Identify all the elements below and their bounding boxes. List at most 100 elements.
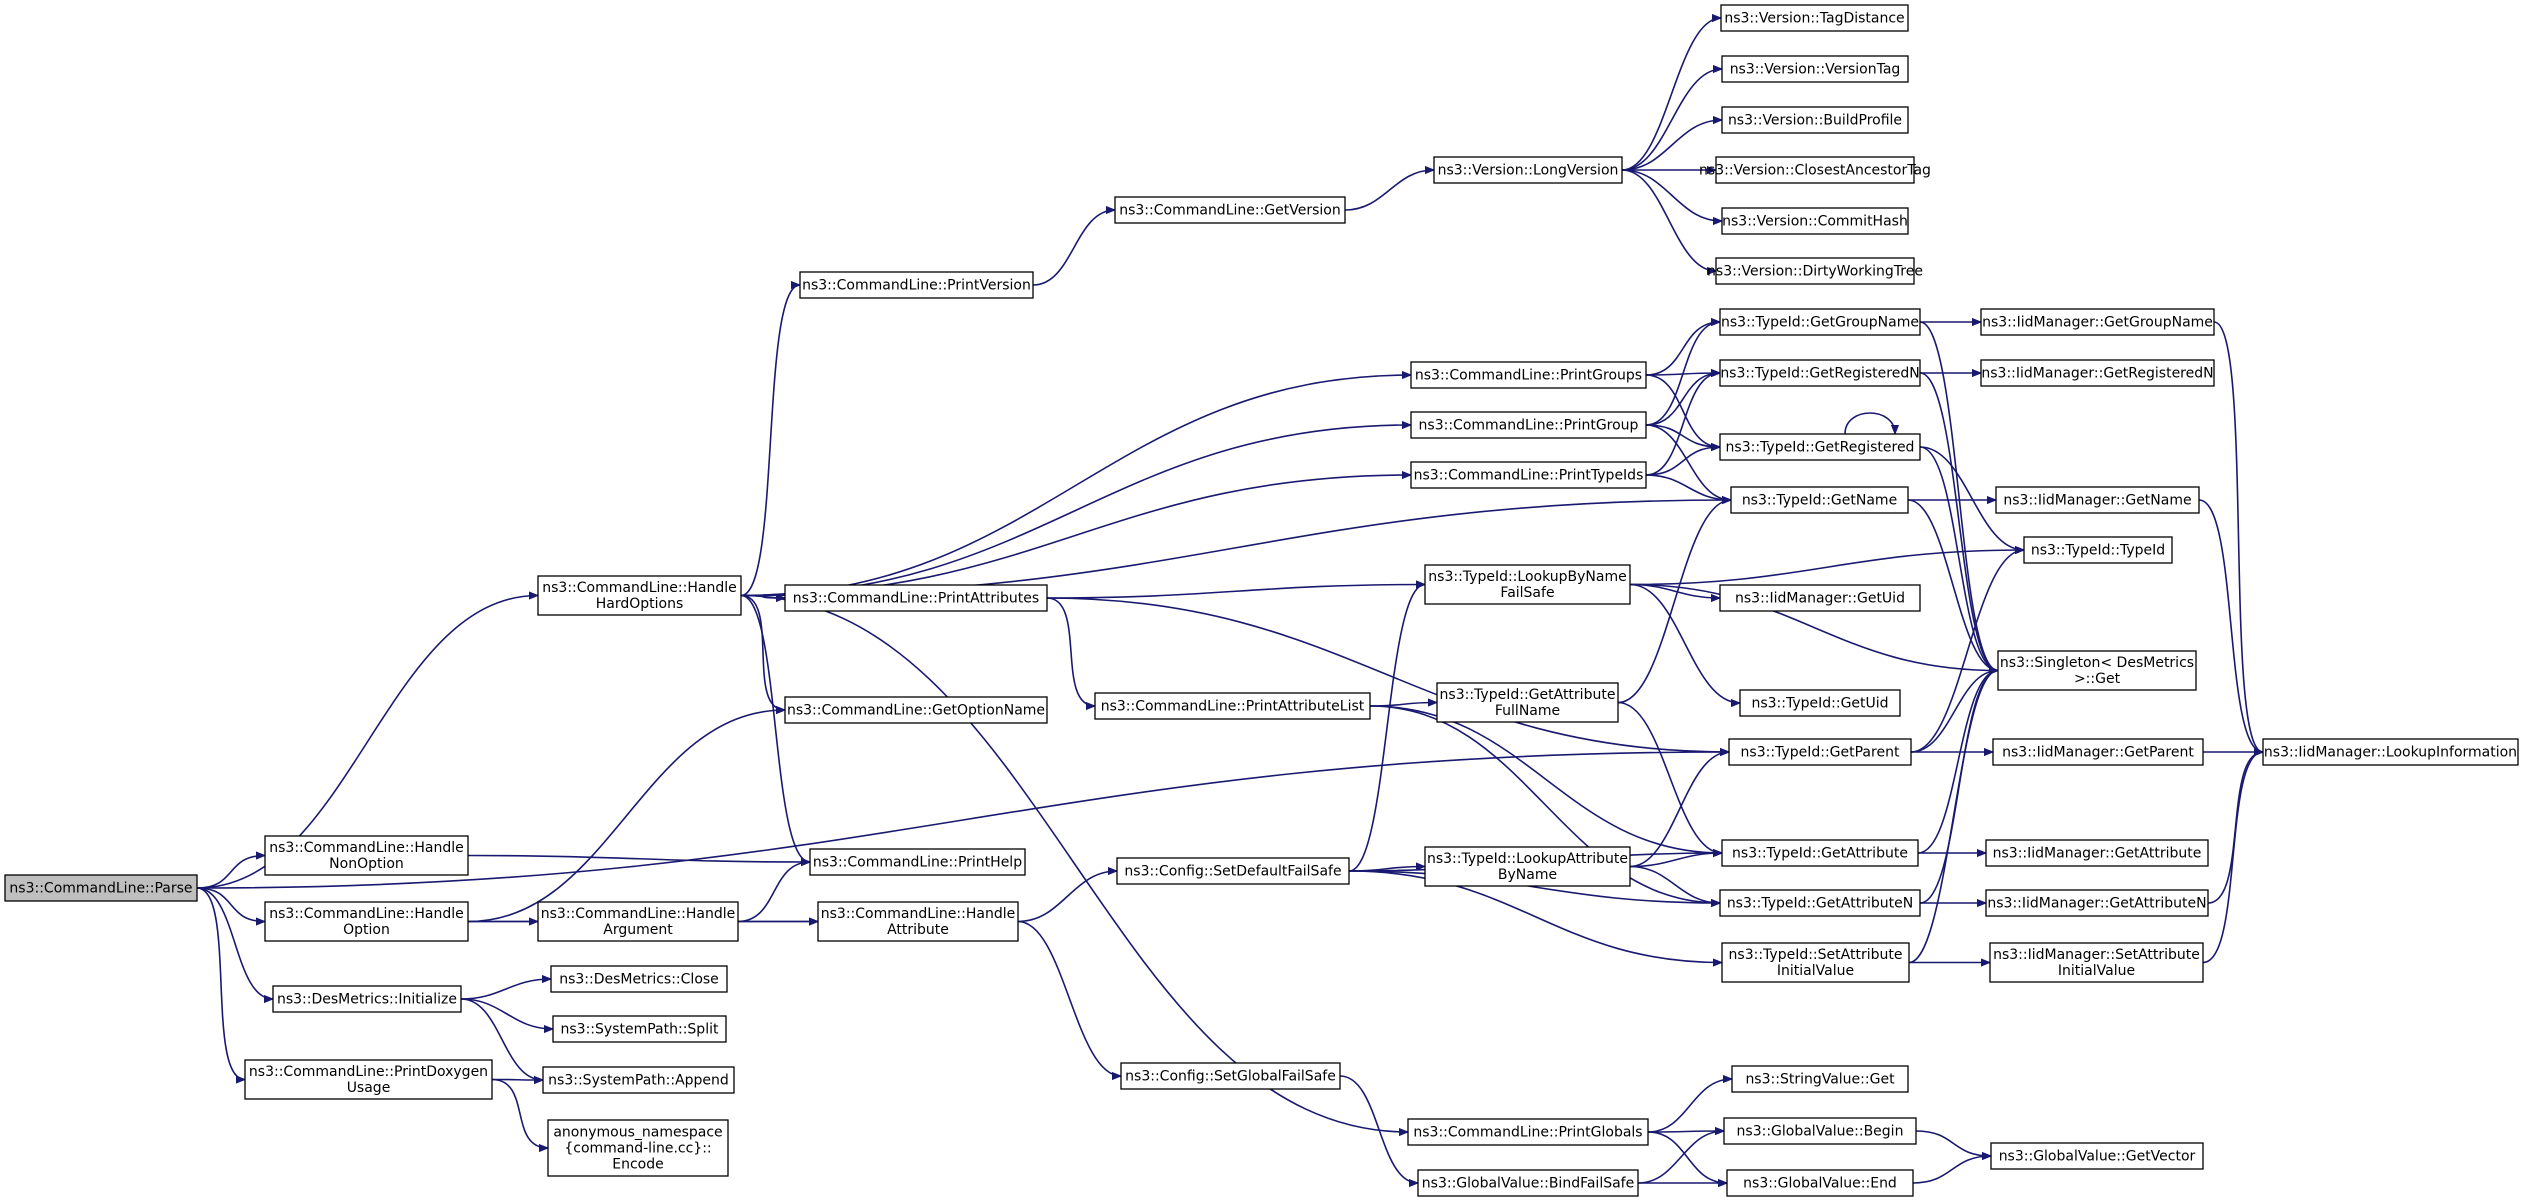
node-tGetRegisteredN[interactable]: ns3::TypeId::GetRegisteredN [1719,359,1921,387]
node-iLookupInfo[interactable]: ns3::IidManager::LookupInformation [2262,738,2519,766]
node-parse[interactable]: ns3::CommandLine::Parse [4,874,198,902]
node-tGetAttribute[interactable]: ns3::TypeId::GetAttribute [1721,839,1919,867]
node-printTypeIds[interactable]: ns3::CommandLine::PrintTypeIds [1410,461,1647,489]
node-iGetAttribute[interactable]: ns3::IidManager::GetAttribute [1985,839,2209,867]
edge-longVersion-to-vVersionTag [1621,69,1722,171]
node-iGetUid[interactable]: ns3::IidManager::GetUid [1719,584,1921,612]
edge-handleHard-to-getOptName [740,594,786,711]
node-label: ns3::IidManager::SetAttribute [1993,947,2200,963]
node-iSetAttrInit[interactable]: ns3::IidManager::SetAttributeInitialValu… [1989,942,2204,983]
node-box [1436,682,1619,723]
node-getVersion[interactable]: ns3::CommandLine::GetVersion [1114,196,1346,224]
node-iGetRegisteredN[interactable]: ns3::IidManager::GetRegisteredN [1980,359,2215,387]
node-label: FailSafe [1500,585,1554,601]
node-box [1721,839,1919,867]
node-label: ns3::GlobalValue::Begin [1737,1123,1904,1139]
node-singletonGet[interactable]: ns3::Singleton< DesMetrics >::Get [1997,650,2197,691]
node-vVersionTag[interactable]: ns3::Version::VersionTag [1721,55,1909,83]
node-longVersion[interactable]: ns3::Version::LongVersion [1433,156,1623,184]
node-label: ns3::CommandLine::PrintAttributeList [1101,698,1365,714]
node-box [550,965,728,993]
node-label: ns3::CommandLine::PrintGroups [1415,367,1642,383]
node-gvGetVector[interactable]: ns3::GlobalValue::GetVector [1990,1142,2204,1170]
node-box [1719,584,1921,612]
node-gvBegin[interactable]: ns3::GlobalValue::Begin [1723,1117,1917,1145]
edge-printGroup-to-tGetGroupName [1645,322,1721,426]
node-tGetAttributeN[interactable]: ns3::TypeId::GetAttributeN [1719,889,1921,917]
node-printGlobals[interactable]: ns3::CommandLine::PrintGlobals [1407,1118,1649,1146]
edge-printAttrs-to-lookupByNameFS [1046,585,1425,599]
edge-printVersion-to-getVersion [1032,210,1115,286]
edge-printAttrList-to-tGetAttribute [1369,705,1722,853]
node-label: ns3::GlobalValue::End [1743,1175,1897,1191]
edge-getVersion-to-longVersion [1344,170,1434,211]
edge-tGetRegisteredN-to-singletonGet [1919,372,1999,671]
node-gvEnd[interactable]: ns3::GlobalValue::End [1726,1169,1914,1197]
node-anonEncode[interactable]: anonymous_namespace{command-line.cc}::En… [547,1119,729,1177]
node-box [784,584,1048,612]
node-box [547,1119,729,1177]
node-label: InitialValue [1777,963,1854,979]
node-tGetUid[interactable]: ns3::TypeId::GetUid [1739,689,1901,717]
node-printGroup[interactable]: ns3::CommandLine::PrintGroup [1410,411,1647,439]
node-spAppend[interactable]: ns3::SystemPath::Append [542,1066,735,1094]
node-box [1410,361,1647,389]
node-printAttrs[interactable]: ns3::CommandLine::PrintAttributes [784,584,1048,612]
node-label: ns3::CommandLine::PrintVersion [802,277,1031,293]
node-desInit[interactable]: ns3::DesMetrics::Initialize [272,985,462,1013]
node-printHelp[interactable]: ns3::CommandLine::PrintHelp [809,848,1026,876]
node-tGetRegistered[interactable]: ns3::TypeId::GetRegistered [1719,433,1921,461]
edge-iSetAttrInit-to-iLookupInfo [2202,752,2264,964]
node-iGetParent[interactable]: ns3::IidManager::GetParent [1992,738,2204,766]
node-tGetGroupName[interactable]: ns3::TypeId::GetGroupName [1719,308,1921,336]
edge-longVersion-to-vTagDist [1621,18,1722,171]
node-svGet[interactable]: ns3::StringValue::Get [1731,1065,1909,1093]
node-vClosest[interactable]: ns3::Version::ClosestAncestorTag [1699,156,1931,184]
node-iGetName[interactable]: ns3::IidManager::GetName [1995,486,2200,514]
edge-longVersion-to-vBuildProfile [1621,120,1722,171]
node-box [1721,55,1909,83]
edge-desInit-to-desClose [460,979,551,1000]
node-desClose[interactable]: ns3::DesMetrics::Close [550,965,728,993]
edge-printAttrs-to-tGetParent [1046,597,1729,752]
edge-handleArg-to-printHelp [737,862,810,923]
node-label: ns3::Config::SetDefaultFailSafe [1124,863,1341,879]
node-printVersion[interactable]: ns3::CommandLine::PrintVersion [799,271,1034,299]
node-tGetParent[interactable]: ns3::TypeId::GetParent [1728,738,1912,766]
edge-handleHard-to-printVersion [740,285,801,597]
node-gvBindFS[interactable]: ns3::GlobalValue::BindFailSafe [1417,1169,1639,1197]
node-setGlobalFS[interactable]: ns3::Config::SetGlobalFailSafe [1120,1062,1341,1090]
node-setDefaultFS[interactable]: ns3::Config::SetDefaultFailSafe [1116,857,1350,885]
node-box [1407,1118,1649,1146]
node-label: ns3::Singleton< DesMetrics [2000,655,2194,671]
node-getOptName[interactable]: ns3::CommandLine::GetOptionName [784,696,1048,724]
node-iGetAttributeN[interactable]: ns3::IidManager::GetAttributeN [1985,889,2209,917]
node-vCommitHash[interactable]: ns3::Version::CommitHash [1721,207,1909,235]
node-vDirty[interactable]: ns3::Version::DirtyWorkingTree [1707,257,1923,285]
node-label: ns3::SystemPath::Split [561,1021,719,1037]
node-printAttrList[interactable]: ns3::CommandLine::PrintAttributeList [1094,692,1371,720]
node-tTypeId[interactable]: ns3::TypeId::TypeId [2023,536,2173,564]
node-iGetGroupName[interactable]: ns3::IidManager::GetGroupName [1980,308,2215,336]
node-spSplit[interactable]: ns3::SystemPath::Split [552,1015,727,1043]
node-vBuildProfile[interactable]: ns3::Version::BuildProfile [1721,106,1909,134]
edge-handleOpt-to-getOptName [467,710,785,923]
node-box [1410,461,1647,489]
node-printGroups[interactable]: ns3::CommandLine::PrintGroups [1410,361,1647,389]
node-box [809,848,1026,876]
node-tGetName[interactable]: ns3::TypeId::GetName [1730,486,1909,514]
edge-setDefaultFS-to-tGetAttributeN [1348,870,1720,903]
node-vTagDist[interactable]: ns3::Version::TagDistance [1720,4,1909,32]
node-label: ns3::CommandLine::PrintAttributes [793,590,1039,606]
